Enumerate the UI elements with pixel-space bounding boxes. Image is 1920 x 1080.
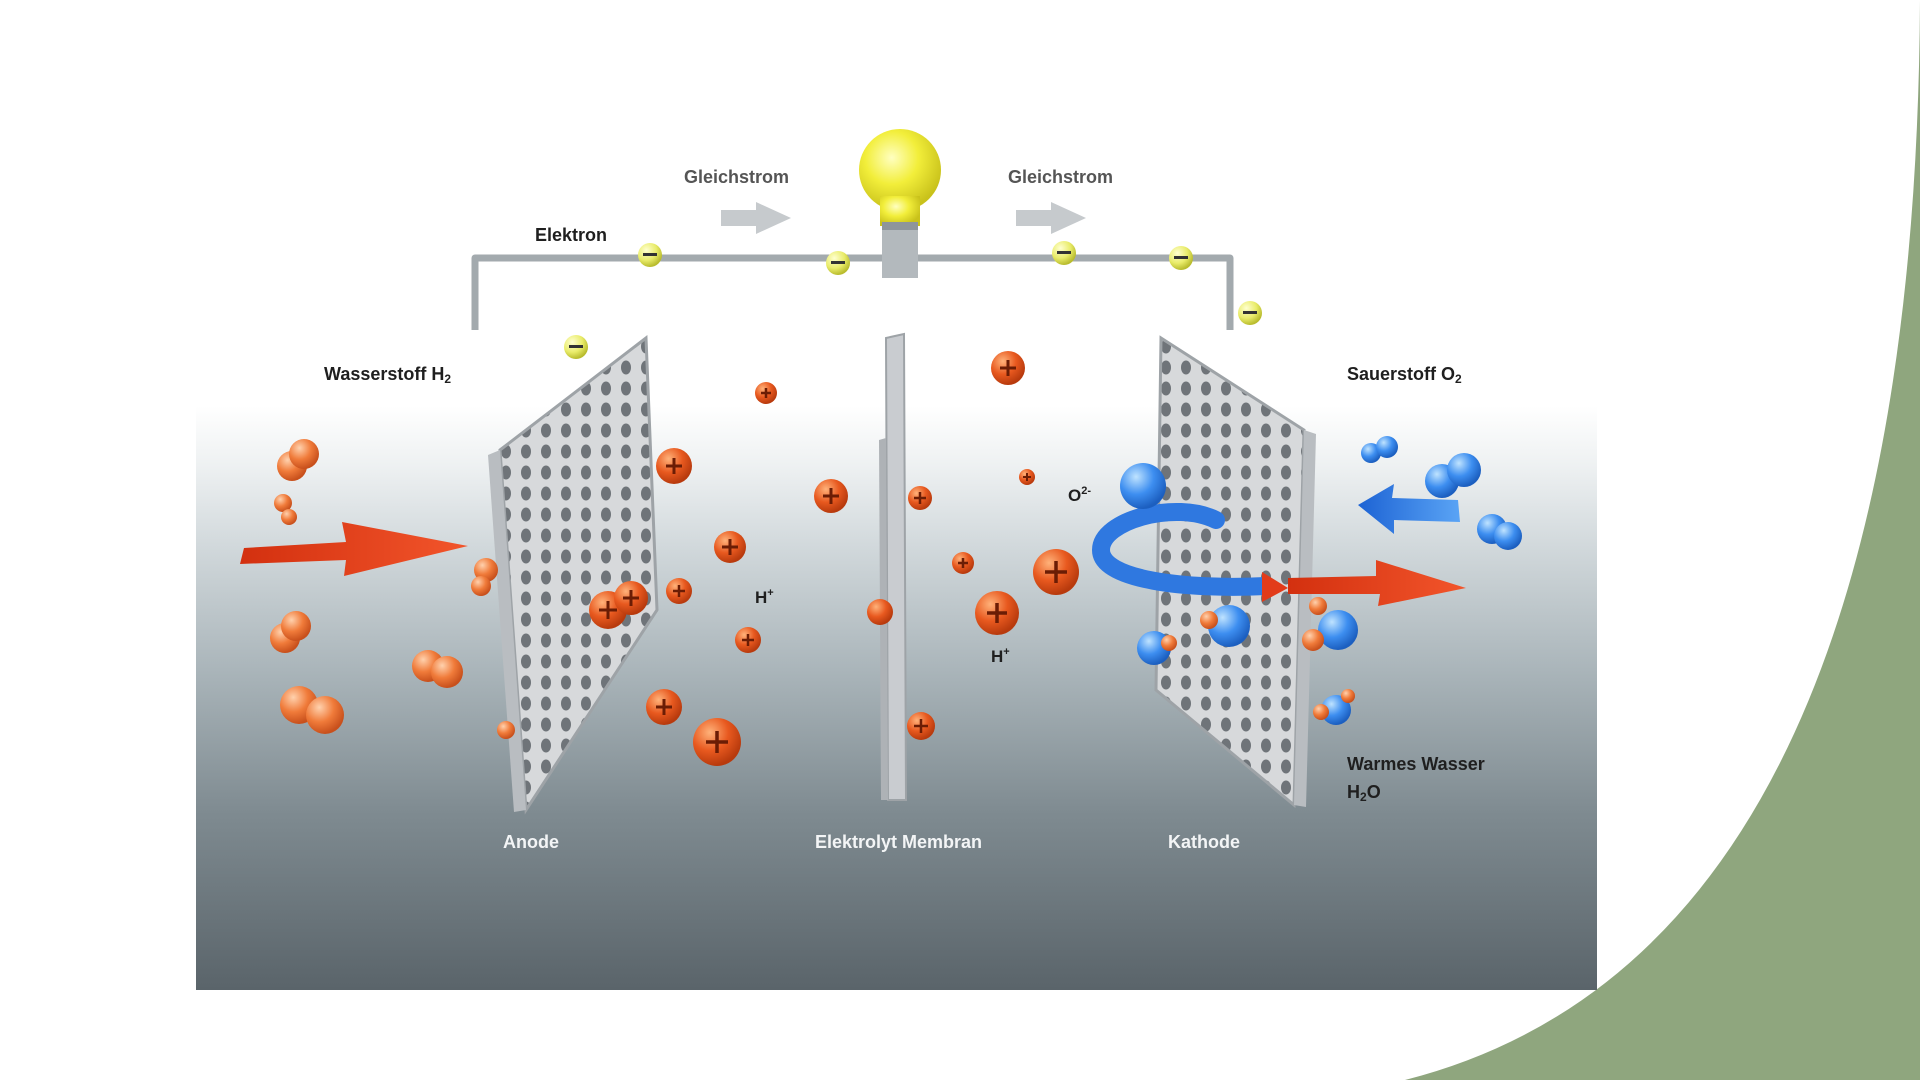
oxygen-label: Sauerstoff O2: [1347, 364, 1462, 386]
hydrogen-molecule-icons: [270, 439, 515, 739]
hydrogen-flow-arrow: [240, 522, 468, 576]
water-flow-arrow: [1288, 560, 1466, 606]
cathode-label: Kathode: [1168, 832, 1240, 852]
current-arrow-right-icon: [1016, 202, 1086, 234]
oxygen-molecule-icons: [1120, 436, 1522, 725]
electrolyte-membrane: [879, 332, 908, 801]
current-label-right: Gleichstrom: [1008, 167, 1114, 187]
oxygen-flow-arrow: [1358, 484, 1460, 534]
current-arrow-left-icon: [721, 202, 791, 234]
current-label-left: Gleichstrom: [684, 167, 790, 187]
anode-label: Anode: [503, 832, 559, 852]
reaction-cycle-arrow: [1091, 503, 1288, 602]
proton-label-right: H+: [991, 646, 1010, 666]
membrane-label: Elektrolyt Membran: [815, 832, 983, 852]
electron-label: Elektron: [535, 225, 608, 245]
oxide-ion-label: O2-: [1068, 485, 1092, 505]
proton-icons: [589, 351, 1079, 766]
water-label: Warmes Wasser H2O: [1347, 754, 1485, 804]
cathode-plate: [1154, 335, 1316, 809]
circuit-wire: [471, 254, 1234, 330]
anode-plate: [488, 335, 659, 815]
hydrogen-label: Wasserstoff H2: [324, 364, 452, 386]
proton-label-left: H+: [755, 587, 774, 607]
fuel-cell-diagram: Gleichstrom Gleichstrom Elektron Wassers…: [196, 0, 1597, 990]
light-bulb-icon: [859, 129, 941, 278]
